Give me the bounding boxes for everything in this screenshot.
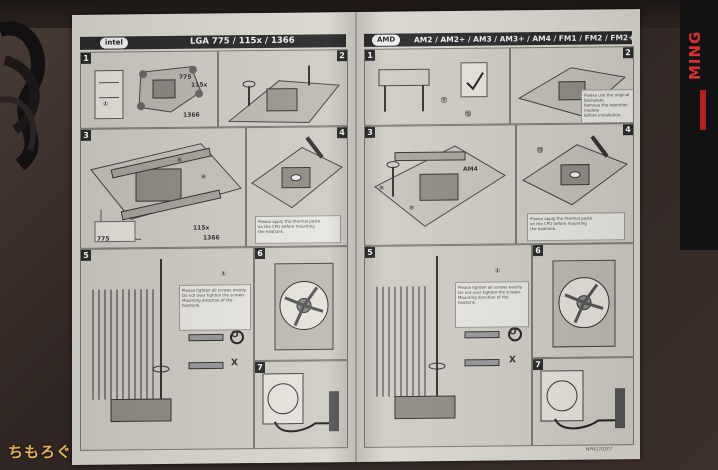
left-step-panel: 2 — [218, 49, 348, 128]
callout-1: ① — [103, 100, 109, 108]
amd-fan-install-illustration — [552, 259, 616, 348]
socket-label-1366: 1366 — [183, 111, 200, 119]
black-cable-bundle — [0, 21, 46, 170]
left-step-panel: 1 775 115x 1366 ① — [80, 50, 218, 129]
right-header-bar: AMD AM2 / AM2+ / AM3 / AM3+ / AM4 / FM1 … — [364, 31, 635, 47]
thermal-paste-illustration — [251, 136, 343, 209]
note-line: the heatsink. — [258, 228, 285, 235]
callout-5: ⑤ — [177, 156, 183, 164]
socket-label-115x: 115x — [193, 224, 210, 232]
note-line: Mounting direction of the heatsink. — [458, 294, 509, 305]
amd-cpu-illustration — [517, 67, 627, 117]
right-step-panel: 3 AM4 ⑨ ⑩ — [364, 124, 516, 246]
right-step-panel: 5 Please tighten all screws evenly. Do n… — [364, 244, 532, 448]
mounting-bracket-illustration — [90, 143, 242, 243]
left-step-panel: 5 Please tighten all screws evenly. Do n… — [80, 247, 254, 451]
ok-mark: O — [509, 327, 517, 338]
amd-logo: AMD — [372, 34, 401, 46]
amd-fan-cable-illustration — [540, 370, 625, 430]
callout-9: ⑨ — [379, 184, 385, 192]
note-line: Mounting direction of the heatsink. — [182, 297, 233, 308]
amd-bracket-illustration — [378, 62, 488, 112]
instruction-note: Please tighten all screws evenly. Do not… — [179, 284, 251, 331]
socket-label-775: 775 — [179, 73, 192, 81]
product-box-edge — [680, 0, 718, 250]
left-step-panel: 7 — [254, 360, 348, 450]
socket-label-115x: 115x — [191, 81, 208, 89]
ok-mark: O — [231, 330, 239, 341]
am4-label: AM4 — [463, 165, 478, 173]
left-step-panel: 4 Please apply the thermal paste on the … — [246, 126, 348, 248]
note-line: Remove the retention module — [584, 102, 628, 113]
instruction-note: Please tighten all screws evenly. Do not… — [455, 281, 529, 328]
callout-1: ① — [495, 267, 501, 275]
note-line: before installation. — [584, 112, 622, 118]
callout-11: ⑪ — [441, 97, 448, 105]
right-step-panel: 6 — [532, 243, 634, 359]
left-header-bar: intel LGA 775 / 115x / 1366 — [80, 34, 346, 50]
intel-logo: intel — [100, 37, 128, 49]
standoff-illustration — [227, 65, 340, 123]
left-step-panel: 3 ⑤ ④ 115x 775 1366 — [80, 127, 246, 249]
right-step-panel: 2 Please use the original backplate. Rem… — [510, 46, 634, 125]
sheet-fold-line — [355, 11, 357, 463]
instruction-note: Please apply the thermal paste on the CP… — [527, 212, 625, 242]
backplate-illustration — [94, 65, 203, 120]
callout-1: ① — [221, 270, 227, 278]
right-step-panel: 7 — [532, 357, 634, 447]
instruction-manual-sheet: intel LGA 775 / 115x / 1366 AMD AM2 / AM… — [72, 9, 640, 465]
callout-12: ⑫ — [465, 110, 472, 118]
product-box-text: MING — [686, 30, 704, 80]
instruction-note: Please apply the thermal paste on the CP… — [255, 215, 341, 245]
socket-label-775: 775 — [97, 235, 110, 243]
left-step-panel: 6 — [254, 246, 348, 362]
ng-mark: X — [231, 358, 238, 369]
heatsink-install-illustration — [92, 259, 244, 423]
amd-thermal-paste-illustration — [522, 135, 629, 206]
amd-mounting-illustration — [374, 145, 506, 227]
amd-heatsink-install-illustration — [376, 256, 522, 420]
right-header-title: AM2 / AM2+ / AM3 / AM3+ / AM4 / FM1 / FM… — [414, 33, 635, 45]
fan-cable-illustration — [262, 373, 339, 433]
left-header-title: LGA 775 / 115x / 1366 — [190, 35, 295, 47]
fan-install-illustration — [274, 262, 334, 351]
instruction-note: Please use the original backplate. Remov… — [581, 89, 634, 124]
ng-mark: X — [509, 355, 516, 366]
note-line: the heatsink. — [530, 225, 557, 232]
note-line: Please use the original backplate. — [584, 92, 630, 103]
document-code: NPN170207 — [586, 447, 613, 453]
site-watermark: ちもろぐ — [8, 443, 73, 461]
socket-label-1366: 1366 — [203, 234, 220, 242]
product-box-red-stripe — [700, 90, 706, 130]
callout-4: ④ — [201, 173, 207, 181]
callout-13: ⑬ — [537, 147, 544, 155]
callout-10: ⑩ — [409, 204, 415, 212]
right-step-panel: 1 ⑪ ⑫ — [364, 47, 510, 126]
right-step-panel: 4 ⑬ Please apply the thermal paste on th… — [516, 123, 634, 245]
